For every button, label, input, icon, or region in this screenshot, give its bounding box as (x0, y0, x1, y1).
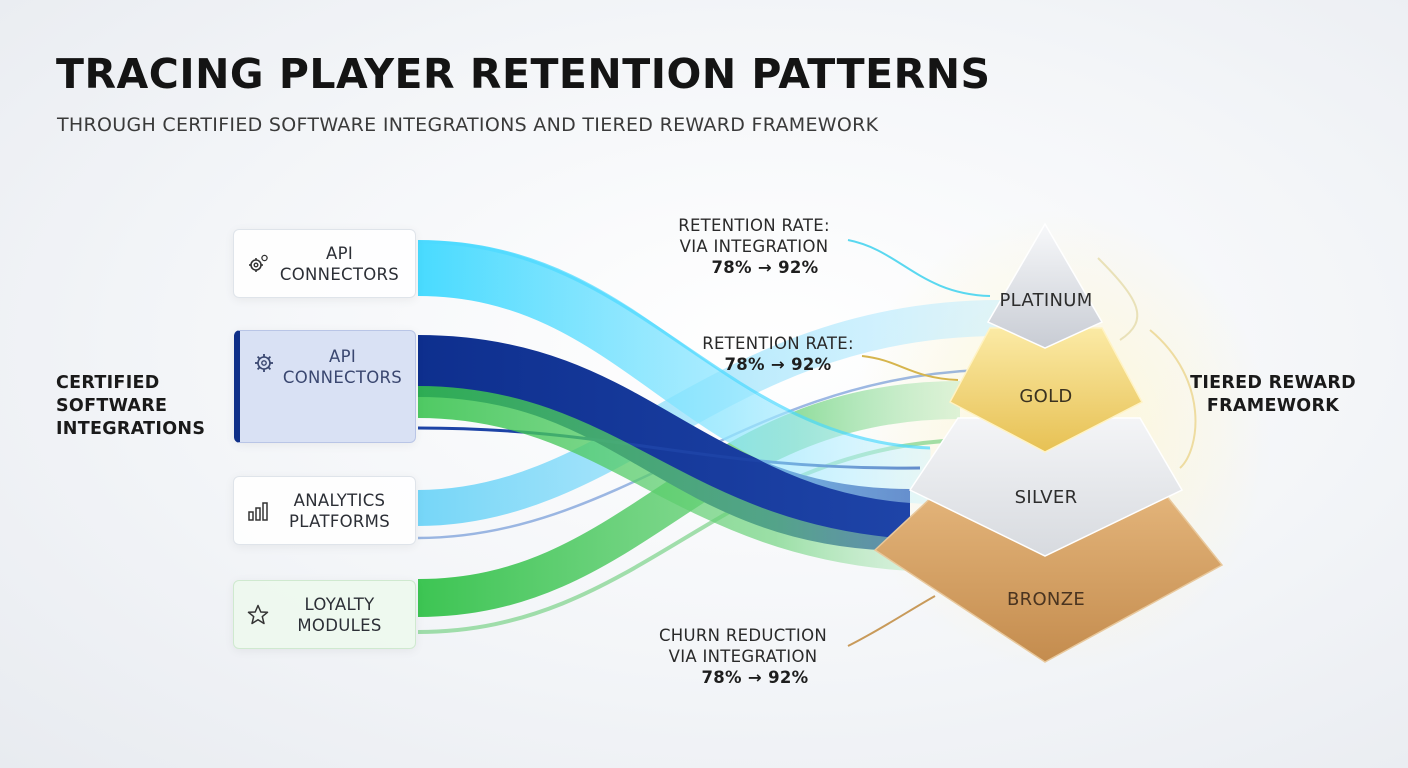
annotation-value: 78% → 92% (711, 258, 819, 277)
flow-api2-to-bronze (417, 335, 911, 551)
gears-icon (249, 254, 268, 272)
source-card-label: ANALYTICS PLATFORMS (289, 490, 390, 531)
tier-gold-shape (948, 327, 1144, 453)
source-card-api-connectors-1[interactable]: API CONNECTORS (233, 229, 416, 298)
annotation-retention-via-integration: RETENTION RATE: VIA INTEGRATION 78% → 92… (668, 215, 840, 278)
tier-platinum-shape (986, 222, 1104, 349)
tier-bronze-label: BRONZE (1007, 589, 1085, 610)
page-title: TRACING PLAYER RETENTION PATTERNS (56, 50, 991, 98)
leader-line-1 (847, 239, 991, 297)
tier-silver-shape (908, 417, 1184, 557)
tier-platinum-label: PLATINUM (999, 290, 1093, 311)
flow-analytics-to-platinum (417, 300, 1001, 526)
page-subtitle: THROUGH CERTIFIED SOFTWARE INTEGRATIONS … (57, 114, 879, 136)
flow-api1-thin (417, 240, 931, 450)
source-card-analytics-platforms[interactable]: ANALYTICS PLATFORMS (233, 476, 416, 545)
annotation-retention-rate: RETENTION RATE: 78% → 92% (690, 333, 866, 375)
gear-icon (255, 354, 273, 372)
source-group-label: CERTIFIED SOFTWARE INTEGRATIONS (56, 373, 206, 439)
annotation-value: 78% → 92% (701, 668, 809, 687)
source-card-label: LOYALTY MODULES (297, 594, 382, 635)
bar-chart-icon (248, 501, 268, 521)
tier-silver-label: SILVER (1014, 487, 1078, 508)
leader-line-5 (1149, 329, 1197, 469)
leader-line-2 (861, 355, 959, 381)
flow-api1-to-silver (417, 240, 932, 504)
source-card-label: API CONNECTORS (282, 346, 403, 387)
tier-group-label: TIERED REWARD FRAMEWORK (1190, 373, 1356, 416)
flow-api2-green (417, 386, 931, 572)
leader-line-3 (847, 595, 936, 647)
tier-bronze-shape (873, 493, 1224, 663)
annotation-value: 78% → 92% (724, 355, 832, 374)
source-card-loyalty-modules[interactable]: LOYALTY MODULES (233, 580, 416, 649)
annotation-churn-reduction: CHURN REDUCTION VIA INTEGRATION 78% → 92… (646, 625, 840, 688)
star-icon (247, 604, 269, 624)
tier-gold-label: GOLD (1019, 386, 1073, 407)
leader-line-4 (1097, 257, 1139, 341)
source-card-label: API CONNECTORS (279, 243, 400, 284)
source-card-api-connectors-2[interactable]: API CONNECTORS (234, 330, 416, 443)
